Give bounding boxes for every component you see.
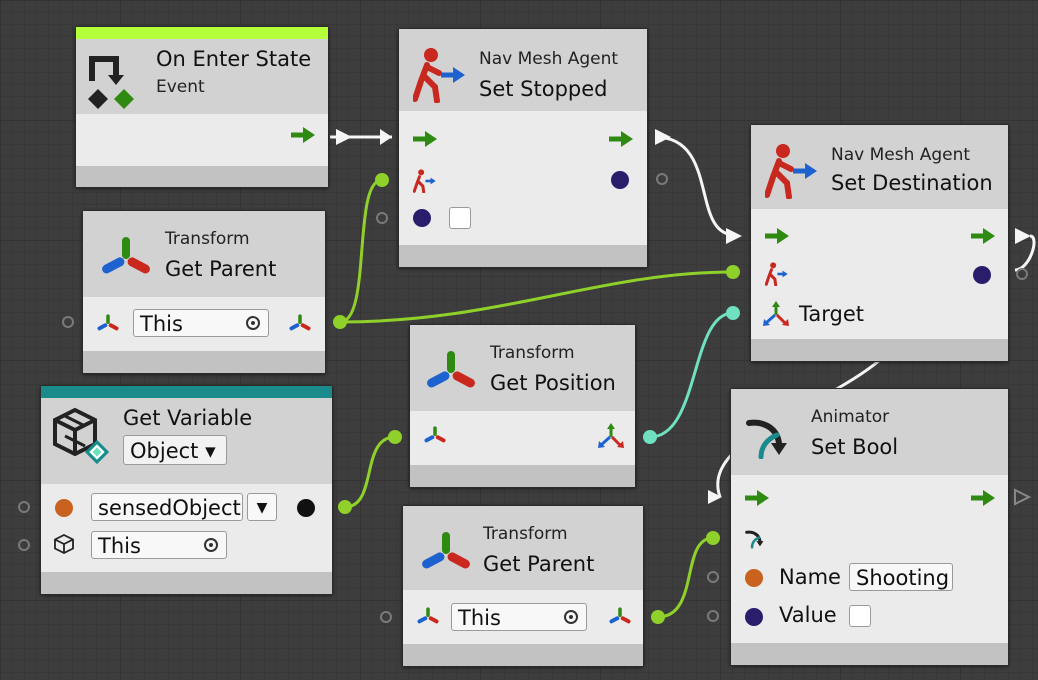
transform-icon bbox=[422, 532, 470, 569]
flow-wire-destination-out bbox=[1014, 234, 1036, 272]
on-enter-state-node[interactable]: On Enter State Event bbox=[75, 26, 329, 188]
name-label: Name bbox=[779, 565, 841, 589]
this-object-field[interactable]: This bbox=[451, 603, 587, 631]
flow-in-arrow-icon[interactable] bbox=[413, 129, 437, 149]
animator-icon bbox=[746, 419, 787, 459]
get-variable-node[interactable]: Get Variable Object ▾ sensedObject ▼ Thi… bbox=[40, 385, 333, 595]
unconnected-port[interactable] bbox=[1016, 268, 1028, 280]
node-category: Transform bbox=[483, 524, 568, 544]
data-wire-parent2-to-setbool bbox=[657, 536, 714, 619]
set-destination-node[interactable]: Nav Mesh Agent Set Destination Target bbox=[750, 124, 1009, 362]
transform-small-icon bbox=[424, 426, 446, 443]
this-object-field[interactable]: This bbox=[91, 531, 227, 559]
unconnected-port[interactable] bbox=[656, 173, 668, 185]
event-arrow-icon bbox=[88, 56, 134, 109]
flow-out-arrow-icon[interactable] bbox=[971, 488, 995, 508]
target-picker-icon[interactable] bbox=[564, 610, 578, 624]
node-subtitle: Event bbox=[156, 77, 205, 97]
data-wire-variable-to-position bbox=[344, 435, 396, 509]
nav-agent-small-icon bbox=[413, 169, 436, 193]
target-label: Target bbox=[799, 302, 864, 326]
variable-type-dropdown[interactable]: Object ▾ bbox=[123, 435, 227, 465]
flow-out-arrow-icon[interactable] bbox=[971, 226, 995, 246]
target-picker-icon[interactable] bbox=[204, 538, 218, 552]
unconnected-port[interactable] bbox=[376, 212, 388, 224]
transform-small-icon bbox=[289, 314, 311, 331]
field-value: This bbox=[98, 534, 141, 558]
variable-cube-icon bbox=[53, 407, 110, 465]
set-stopped-node[interactable]: Nav Mesh Agent Set Stopped bbox=[398, 28, 648, 268]
stopped-checkbox[interactable] bbox=[449, 207, 471, 229]
node-category: Nav Mesh Agent bbox=[479, 49, 619, 69]
node-category: Transform bbox=[490, 343, 575, 363]
unconnected-port[interactable] bbox=[707, 610, 719, 622]
bool-value-port bbox=[413, 209, 431, 227]
get-parent-node[interactable]: Transform Get Parent This bbox=[82, 210, 326, 374]
vector3-icon bbox=[763, 301, 789, 326]
field-value: This bbox=[140, 312, 183, 336]
flow-in-arrow-icon[interactable] bbox=[745, 488, 769, 508]
bool-out-port[interactable] bbox=[973, 266, 991, 284]
field-value: Shooting bbox=[856, 566, 950, 590]
node-title: Set Bool bbox=[811, 435, 899, 459]
get-parent-node[interactable]: Transform Get Parent This bbox=[402, 505, 644, 667]
flow-out-arrow-icon[interactable] bbox=[609, 129, 633, 149]
flow-wire-stopped-to-destination bbox=[654, 135, 736, 237]
node-title: Get Parent bbox=[483, 552, 595, 576]
cube-icon bbox=[54, 533, 74, 555]
node-category: Transform bbox=[165, 229, 250, 249]
vec-wire-position-to-target bbox=[649, 311, 734, 439]
node-title: Set Destination bbox=[831, 171, 993, 195]
string-port bbox=[55, 499, 73, 517]
bool-port bbox=[745, 608, 763, 626]
data-wire-parent-to-stopped bbox=[339, 178, 383, 324]
node-title: Set Stopped bbox=[479, 77, 608, 101]
nav-agent-icon bbox=[413, 48, 465, 103]
field-value: This bbox=[458, 606, 501, 630]
flow-out-arrow-icon[interactable] bbox=[291, 125, 315, 145]
value-label: Value bbox=[779, 603, 837, 627]
node-category: Nav Mesh Agent bbox=[831, 145, 971, 165]
node-title: Get Parent bbox=[165, 257, 277, 281]
animator-small-icon bbox=[745, 530, 764, 549]
event-band bbox=[76, 27, 328, 39]
set-bool-node[interactable]: Animator Set Bool Name Shooting Value bbox=[730, 388, 1009, 666]
unconnected-port[interactable] bbox=[707, 571, 719, 583]
unconnected-port[interactable] bbox=[380, 611, 392, 623]
node-title: On Enter State bbox=[156, 47, 312, 71]
unconnected-port[interactable] bbox=[18, 539, 30, 551]
get-position-node[interactable]: Transform Get Position bbox=[409, 324, 636, 488]
transform-icon bbox=[427, 351, 475, 388]
value-checkbox[interactable] bbox=[849, 605, 871, 627]
string-port bbox=[745, 569, 763, 587]
unconnected-port[interactable] bbox=[18, 501, 30, 513]
data-wire-parent-to-destination bbox=[339, 270, 734, 324]
nav-agent-icon bbox=[765, 144, 817, 199]
transform-small-icon bbox=[97, 314, 119, 331]
transform-icon bbox=[102, 237, 150, 274]
target-picker-icon[interactable] bbox=[246, 316, 260, 330]
unconnected-port[interactable] bbox=[62, 316, 74, 328]
transform-small-icon bbox=[609, 607, 631, 624]
name-field[interactable]: Shooting bbox=[849, 563, 953, 591]
vector3-icon bbox=[598, 423, 624, 448]
object-out-port[interactable] bbox=[297, 499, 315, 517]
nav-agent-small-icon bbox=[765, 262, 788, 286]
variable-name-field[interactable]: sensedObject bbox=[91, 493, 243, 521]
node-title: Get Position bbox=[490, 371, 616, 395]
field-value: sensedObject bbox=[98, 496, 241, 520]
bool-out-port[interactable] bbox=[611, 171, 629, 189]
variable-band bbox=[41, 386, 332, 398]
node-category: Animator bbox=[811, 407, 890, 427]
this-object-field[interactable]: This bbox=[133, 309, 269, 337]
flow-in-arrow-icon[interactable] bbox=[765, 226, 789, 246]
variable-name-dropdown-button[interactable]: ▼ bbox=[247, 493, 277, 521]
node-title: Get Variable bbox=[123, 406, 253, 430]
transform-small-icon bbox=[417, 607, 439, 624]
